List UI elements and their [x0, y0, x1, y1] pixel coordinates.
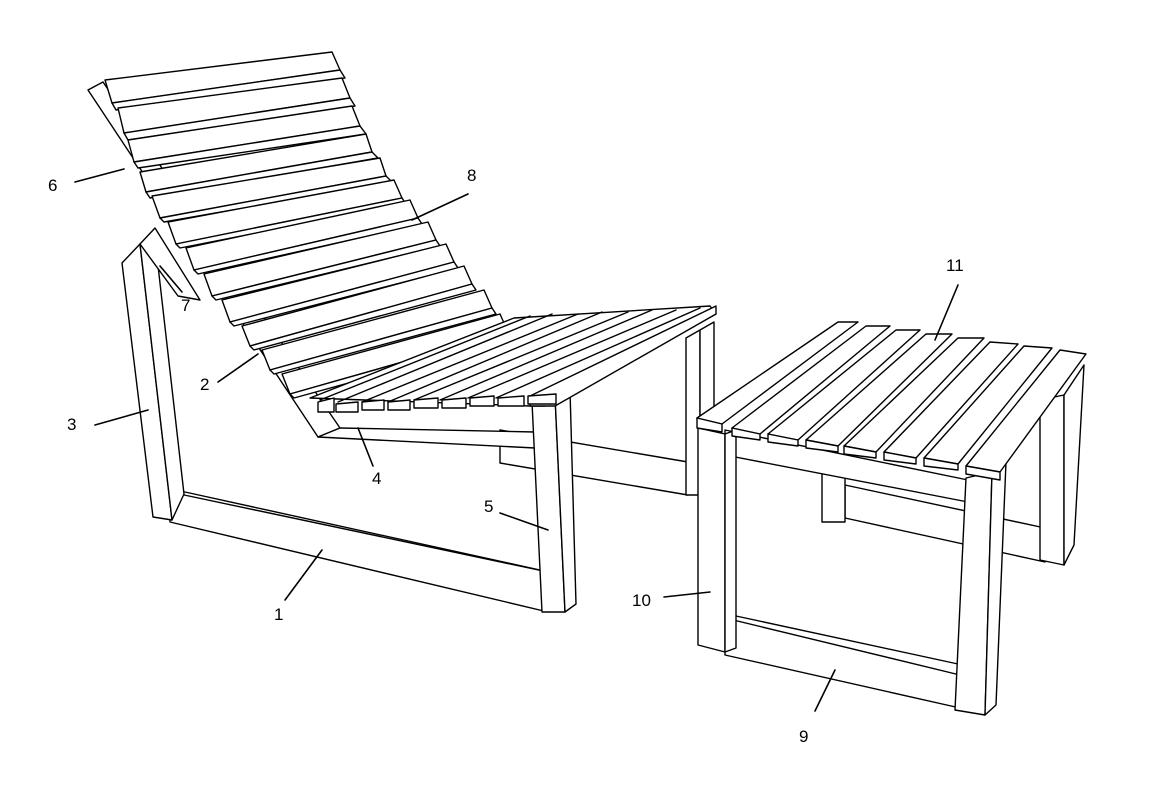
- callout-8: 8: [467, 166, 476, 185]
- ottoman-bottom-rail: [724, 617, 961, 709]
- lounger: [87, 51, 717, 613]
- callout-labels: 1 2 3 4 5 6 7 8 9 10 11: [48, 166, 964, 746]
- callout-5: 5: [484, 497, 493, 516]
- callout-6: 6: [48, 176, 57, 195]
- leader-line-8: [411, 193, 469, 221]
- leader-line-9: [814, 669, 836, 712]
- leader-line-11: [934, 284, 959, 341]
- ottoman-slats: [696, 321, 1087, 481]
- backrest-slats: [104, 51, 513, 399]
- ottoman-front-leg-side: [724, 429, 737, 653]
- leader-line-7: [159, 265, 183, 293]
- leader-line-6: [74, 168, 125, 183]
- leader-line-2: [217, 353, 259, 383]
- callout-10: 10: [632, 591, 651, 610]
- callout-3: 3: [67, 415, 76, 434]
- leader-line-4: [357, 427, 374, 467]
- seat-side-rail: [317, 427, 536, 449]
- callout-1: 1: [274, 605, 283, 624]
- leader-line-1: [284, 549, 323, 601]
- callout-2: 2: [200, 375, 209, 394]
- ottoman-far-leg-right: [1039, 394, 1065, 566]
- ottoman-far-leg-right-side: [1063, 364, 1085, 566]
- seat-slats: [309, 305, 717, 413]
- leader-lines: [74, 168, 959, 712]
- callout-4: 4: [372, 469, 381, 488]
- leader-line-5: [499, 512, 549, 531]
- leader-line-3: [94, 409, 149, 426]
- diagonal-support: [139, 227, 201, 301]
- ottoman-front-leg: [697, 427, 726, 653]
- callout-7: 7: [181, 296, 190, 315]
- ottoman: [696, 321, 1087, 716]
- callout-11: 11: [946, 256, 964, 275]
- callout-9: 9: [799, 727, 808, 746]
- leader-line-10: [663, 591, 711, 598]
